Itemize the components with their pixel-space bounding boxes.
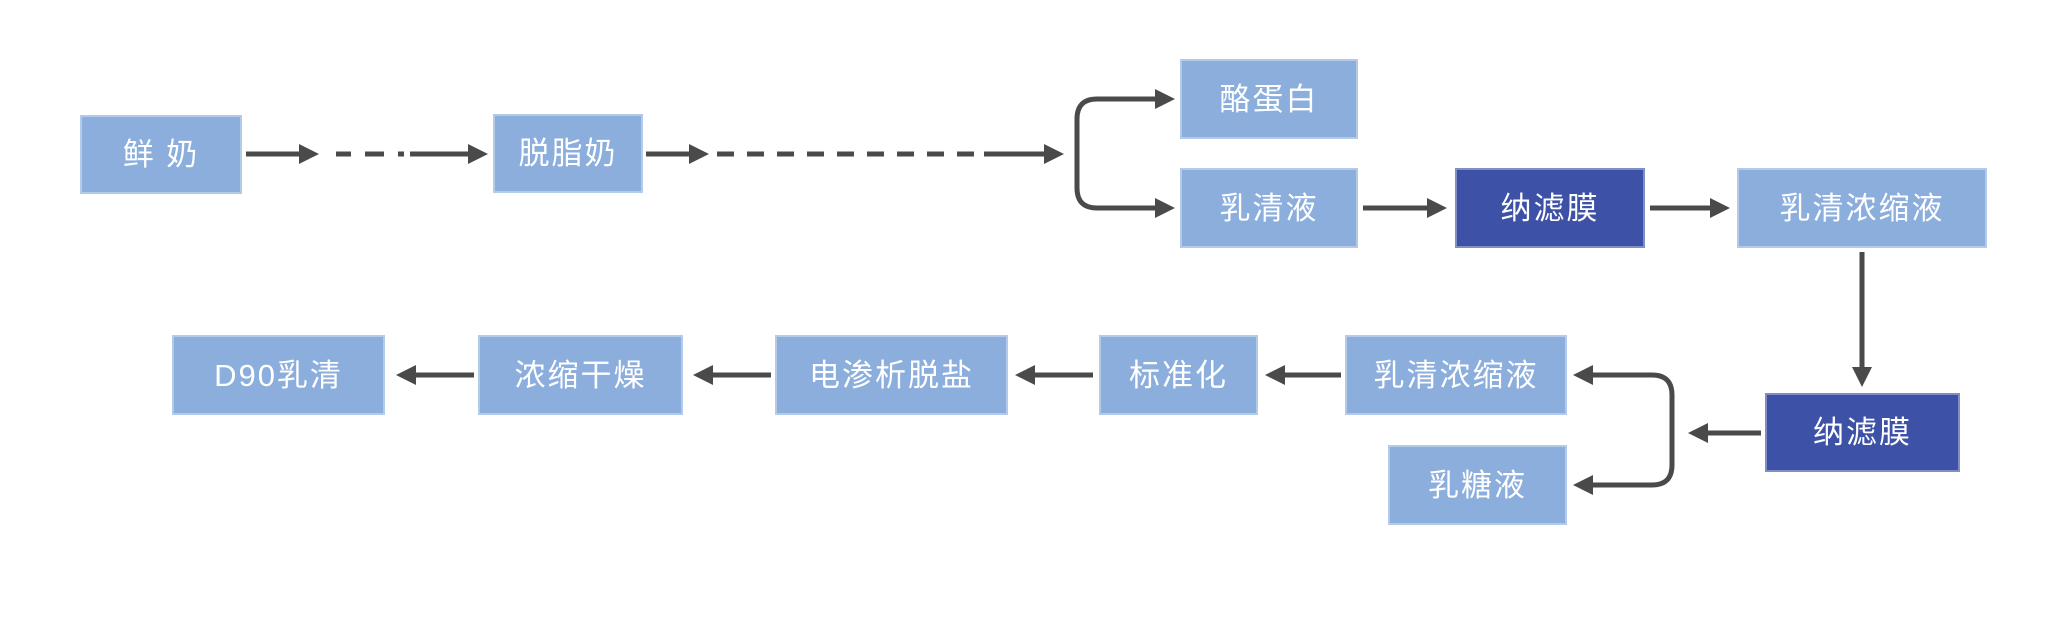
node-lactose-liquid: 乳糖液 xyxy=(1388,445,1567,525)
node-skim-milk-label: 脱脂奶 xyxy=(518,136,618,171)
node-lactose-liquid-label: 乳糖液 xyxy=(1428,467,1527,503)
node-whey-liquid-label: 乳清液 xyxy=(1219,190,1319,226)
node-fresh-milk: 鲜 奶 xyxy=(80,115,242,194)
node-electrodialysis-label: 电渗析脱盐 xyxy=(809,357,974,393)
node-whey-concentrate-2: 乳清浓缩液 xyxy=(1345,335,1567,415)
edge-branch-to-wheyconcentrate2 xyxy=(1573,365,1675,430)
edge-branch-to-casein xyxy=(1074,89,1175,154)
edge-branch-to-whey-liquid xyxy=(1074,154,1175,218)
node-casein-label: 酪蛋白 xyxy=(1219,81,1319,117)
node-standardization: 标准化 xyxy=(1099,335,1258,415)
node-electrodialysis: 电渗析脱盐 xyxy=(775,335,1008,415)
node-whey-concentrate-1-label: 乳清浓缩液 xyxy=(1779,190,1945,226)
node-standardization-label: 标准化 xyxy=(1129,357,1228,393)
node-casein: 酪蛋白 xyxy=(1180,59,1358,139)
node-whey-concentrate-1: 乳清浓缩液 xyxy=(1737,168,1987,248)
node-nf-membrane-1-label: 纳滤膜 xyxy=(1500,190,1600,226)
node-nf-membrane-2-label: 纳滤膜 xyxy=(1813,415,1912,450)
node-whey-concentrate-2-label: 乳清浓缩液 xyxy=(1373,357,1539,393)
node-concentration-drying-label: 浓缩干燥 xyxy=(514,357,647,393)
node-whey-liquid: 乳清液 xyxy=(1180,168,1358,248)
node-d90-whey-label: D90乳清 xyxy=(214,357,343,393)
node-d90-whey: D90乳清 xyxy=(172,335,385,415)
node-nf-membrane-1: 纳滤膜 xyxy=(1455,168,1645,248)
node-nf-membrane-2: 纳滤膜 xyxy=(1765,393,1960,472)
node-fresh-milk-label: 鲜 奶 xyxy=(122,137,200,172)
edge-branch-to-lactose xyxy=(1573,430,1675,495)
node-concentration-drying: 浓缩干燥 xyxy=(478,335,683,415)
node-skim-milk: 脱脂奶 xyxy=(493,114,643,193)
